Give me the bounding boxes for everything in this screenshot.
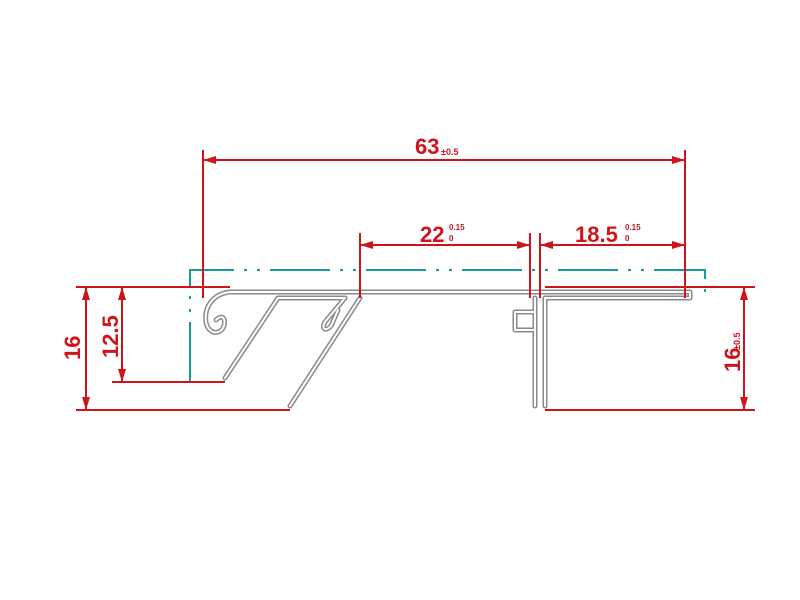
reference-outline	[189, 269, 706, 382]
arrow-right-left	[540, 241, 553, 249]
dim-right-height-value: 16	[720, 348, 745, 372]
dimension-lines	[76, 150, 755, 411]
arrow-overall-right	[672, 156, 685, 164]
arrow-center-right	[517, 241, 530, 249]
arrow-left-bottom	[82, 397, 90, 410]
arrow-right-height-top	[740, 287, 748, 300]
dim-overall-value: 63	[415, 134, 439, 159]
extrusion-profile	[203, 289, 693, 409]
dim-right-height-tolerance: ±0.5	[732, 333, 742, 350]
arrow-center-left	[360, 241, 373, 249]
dim-right-tolerance-lower: 0	[625, 234, 630, 243]
arrow-right-right	[672, 241, 685, 249]
arrow-inner-top	[118, 287, 126, 300]
dim-right-tolerance-upper: 0.15	[625, 223, 641, 232]
arrow-overall-left	[203, 156, 216, 164]
dim-right-value: 18.5	[575, 222, 618, 247]
arrow-left-top	[82, 287, 90, 300]
dim-center-tolerance-upper: 0.15	[449, 223, 465, 232]
dim-overall-tolerance: ±0.5	[441, 147, 458, 157]
dim-center-value: 22	[420, 222, 444, 247]
dimension-labels: 63 ±0.5 22 0.15 0 18.5 0.15 0 16 12.5 16…	[60, 134, 745, 372]
dim-inner-height-value: 12.5	[98, 315, 123, 358]
dim-left-height-value: 16	[60, 336, 85, 360]
dim-center-tolerance-lower: 0	[449, 234, 454, 243]
arrow-inner-bottom	[118, 369, 126, 382]
arrow-right-height-bottom	[740, 397, 748, 410]
hidden-lines	[189, 269, 706, 382]
